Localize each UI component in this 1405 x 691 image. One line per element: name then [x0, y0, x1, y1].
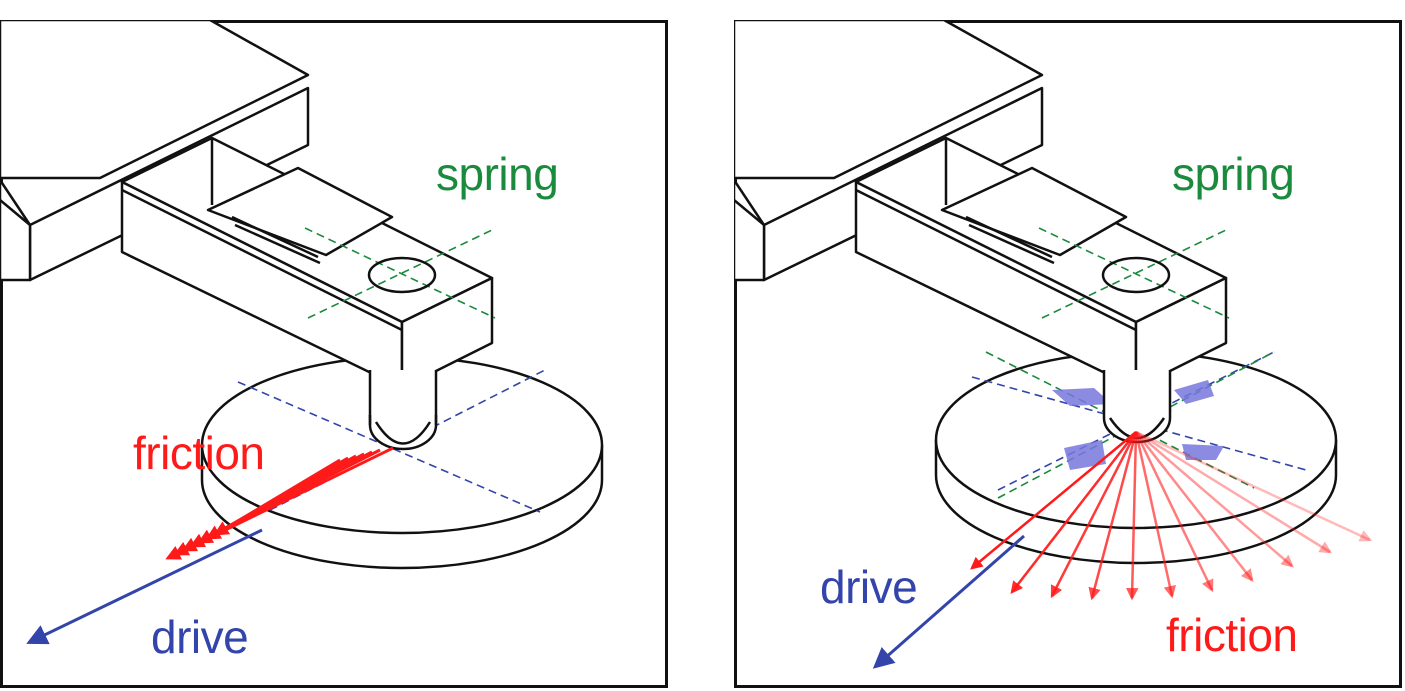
friction-arrow [1134, 431, 1176, 599]
drive-arrow [26, 528, 263, 645]
probe [1102, 370, 1172, 444]
drive-label: drive [151, 611, 249, 663]
left-diagram [0, 20, 668, 688]
drive-arrow [872, 534, 1025, 669]
panel-left: spring friction drive [0, 20, 668, 688]
spring-mount-hole [367, 256, 437, 294]
spring-label: spring [436, 148, 559, 200]
friction-arrow [1125, 431, 1139, 601]
friction-arrow [1088, 431, 1138, 601]
spring-label: spring [1172, 148, 1295, 200]
spring-axes [304, 227, 496, 319]
contact-patches [1052, 380, 1224, 470]
friction-label: friction [1166, 609, 1298, 661]
friction-arrows [165, 446, 394, 560]
friction-arrow [970, 431, 1137, 570]
drive-label: drive [820, 561, 918, 613]
arm [854, 136, 1228, 390]
panel-frame [734, 20, 1402, 688]
friction-arrow [1134, 431, 1214, 593]
friction-arrow [1135, 431, 1254, 582]
spring-axes [1038, 227, 1230, 319]
friction-arrow [1010, 431, 1137, 594]
panel-right: spring drive friction [734, 20, 1402, 688]
arm [120, 136, 494, 390]
friction-label: friction [133, 427, 265, 479]
disk-dashed-axes [237, 369, 546, 513]
probe [368, 370, 438, 451]
right-diagram [734, 20, 1402, 688]
friction-arrow [1135, 430, 1333, 554]
friction-arrow [1135, 431, 1294, 568]
friction-fan-arrows [970, 430, 1373, 601]
friction-arrow [1135, 430, 1373, 542]
friction-arrow [1050, 431, 1138, 599]
spring-mount-hole [1101, 256, 1171, 294]
panel-frame [0, 20, 668, 688]
